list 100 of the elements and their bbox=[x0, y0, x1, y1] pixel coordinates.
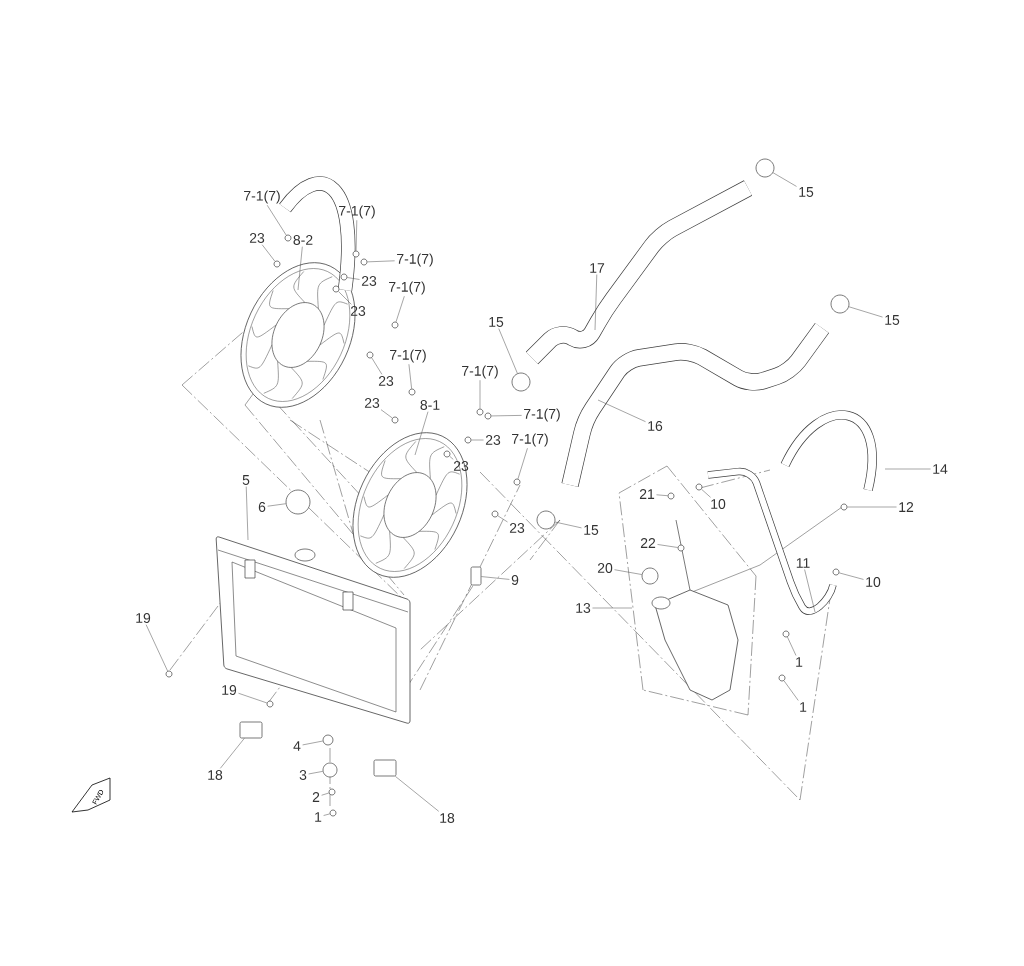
callout-number: 10 bbox=[711, 499, 726, 509]
leader-line bbox=[497, 515, 508, 523]
bolt-part bbox=[484, 412, 492, 420]
leader-line bbox=[414, 411, 429, 456]
leader-line bbox=[338, 291, 352, 305]
callout-number: 6 bbox=[258, 502, 266, 512]
washer-part bbox=[328, 788, 336, 796]
callout-number: 7-1(7) bbox=[397, 253, 433, 267]
bolt-part bbox=[284, 234, 292, 242]
bolt-part bbox=[408, 388, 416, 396]
callout-number: 7-1(7) bbox=[512, 433, 548, 447]
bolt-part bbox=[329, 809, 337, 817]
callout-number: 1 bbox=[315, 812, 322, 822]
callout-number: 4 bbox=[293, 741, 301, 751]
callout-number: 11 bbox=[796, 558, 810, 568]
callout-number: 14 bbox=[933, 464, 948, 474]
leader-line bbox=[787, 636, 797, 656]
callout-number: 23 bbox=[249, 233, 265, 243]
callout-number: 7-1(7) bbox=[524, 408, 560, 422]
leader-line bbox=[848, 306, 883, 318]
leader-line bbox=[245, 486, 249, 541]
callout-number: 19 bbox=[136, 613, 151, 623]
leader-line bbox=[656, 494, 668, 496]
leader-line bbox=[220, 738, 245, 769]
temperature-sensor bbox=[470, 566, 482, 586]
callout-number: 5 bbox=[242, 475, 250, 485]
rubber-grommet bbox=[322, 762, 338, 778]
callout-number: 15 bbox=[885, 315, 900, 325]
bolt-part bbox=[513, 478, 521, 486]
leader-line bbox=[597, 399, 646, 422]
rubber-mount bbox=[239, 721, 263, 739]
leader-line bbox=[772, 172, 797, 187]
callout-number: 7-1(7) bbox=[339, 205, 375, 219]
bolt-part bbox=[352, 250, 360, 258]
leader-line bbox=[517, 448, 528, 480]
bolt-part bbox=[340, 273, 348, 281]
callout-number: 23 bbox=[361, 276, 377, 286]
leader-line bbox=[481, 576, 510, 580]
bolt-part bbox=[476, 408, 484, 416]
tank-cap bbox=[641, 567, 659, 585]
bolt-part bbox=[360, 258, 368, 266]
leader-line bbox=[371, 357, 383, 375]
bolt-part bbox=[391, 321, 399, 329]
washer-part bbox=[322, 734, 334, 746]
callout-number: 23 bbox=[509, 523, 525, 533]
leader-line bbox=[238, 693, 268, 704]
leader-line bbox=[297, 246, 303, 291]
bolt-part bbox=[273, 260, 281, 268]
bolt-part bbox=[391, 416, 399, 424]
leader-line bbox=[471, 439, 484, 441]
callout-number: 3 bbox=[299, 770, 307, 780]
callout-number: 18 bbox=[440, 813, 455, 823]
leader-line bbox=[408, 363, 412, 389]
bolt-part bbox=[443, 450, 451, 458]
bolt-part bbox=[366, 351, 374, 359]
leader-line bbox=[145, 624, 168, 672]
leader-line bbox=[479, 380, 481, 409]
hose-clamp bbox=[755, 158, 775, 178]
callout-number: 8-2 bbox=[293, 235, 313, 245]
callout-number: 23 bbox=[453, 461, 469, 471]
hose-clamp bbox=[511, 372, 531, 392]
tank-filter bbox=[677, 544, 685, 552]
callout-number: 13 bbox=[576, 603, 591, 613]
hose-clamp bbox=[830, 294, 850, 314]
leader-line bbox=[302, 740, 323, 746]
bolt-part bbox=[782, 630, 790, 638]
bolt-part bbox=[332, 285, 340, 293]
bolt-part bbox=[491, 510, 499, 518]
rubber-mount bbox=[373, 759, 397, 777]
leader-line bbox=[321, 792, 330, 796]
radiator-cap bbox=[285, 489, 311, 515]
callout-number: 7-1(7) bbox=[390, 349, 426, 363]
hose-fitting bbox=[840, 503, 848, 511]
leader-line bbox=[783, 680, 799, 701]
leader-line bbox=[449, 455, 454, 460]
leader-line bbox=[839, 572, 864, 580]
callout-number: 12 bbox=[899, 502, 914, 512]
leader-line bbox=[308, 771, 324, 775]
hose-fitting bbox=[667, 492, 675, 500]
callout-number: 8-1 bbox=[420, 400, 440, 410]
callout-number: 9 bbox=[511, 575, 519, 585]
callout-number: 20 bbox=[597, 563, 613, 573]
callout-number: 23 bbox=[364, 398, 380, 408]
callout-number: 2 bbox=[312, 792, 320, 802]
bolt-part bbox=[266, 700, 274, 708]
callout-number: 21 bbox=[639, 489, 655, 499]
callout-number: 16 bbox=[648, 421, 663, 431]
leader-line bbox=[266, 204, 287, 236]
leader-line bbox=[355, 220, 358, 251]
callout-number: 15 bbox=[799, 187, 814, 197]
callout-number: 22 bbox=[640, 538, 656, 548]
callout-number: 18 bbox=[208, 770, 223, 780]
leader-line bbox=[367, 260, 395, 263]
callout-number: 1 bbox=[800, 702, 807, 712]
leader-line bbox=[380, 409, 393, 419]
bolt-part bbox=[778, 674, 786, 682]
leader-line bbox=[847, 506, 897, 508]
leader-line bbox=[614, 569, 643, 575]
bolt-part bbox=[165, 670, 173, 678]
hose-fitting bbox=[695, 483, 703, 491]
